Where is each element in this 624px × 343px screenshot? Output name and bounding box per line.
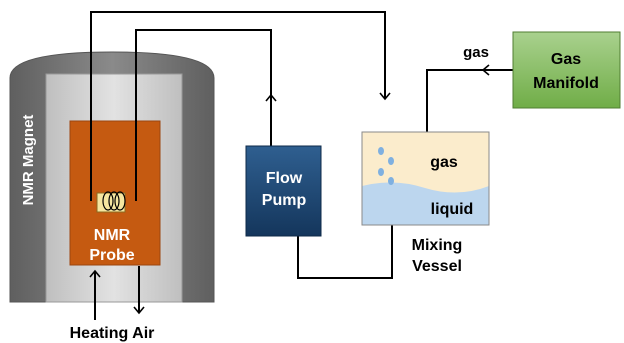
vessel-liquid-label: liquid (431, 201, 474, 218)
vessel-liquid (362, 182, 489, 225)
vessel-caption-line1: Mixing (412, 237, 463, 254)
probe-label-line2: Probe (89, 247, 134, 264)
gas-manifold: Gas Manifold (512, 31, 621, 109)
flow-pump: Flow Pump (245, 145, 322, 237)
gas-bubbles (378, 147, 394, 185)
magnet-label: NMR Magnet (20, 115, 37, 206)
line-pump-to-probe-upper (135, 29, 272, 201)
mixing-vessel: gas liquid (361, 131, 490, 226)
pump-label-line2: Pump (262, 192, 307, 209)
nmr-probe: NMR Probe (69, 120, 161, 266)
coil-icon (102, 191, 126, 211)
flow-lines (90, 11, 513, 279)
heating-air-label: Heating Air (70, 325, 155, 342)
pump-label-line1: Flow (266, 170, 303, 187)
vessel-gas-label: gas (430, 154, 458, 171)
gas-flow-label: gas (463, 44, 489, 61)
vessel-caption-line2: Vessel (412, 258, 462, 275)
line-manifold-to-vessel (426, 69, 513, 132)
line-vessel-to-pump (297, 225, 393, 279)
line-probe-to-vessel (90, 11, 391, 201)
heating-air-arrows (89, 266, 145, 320)
manifold-label-line1: Gas (551, 51, 581, 68)
manifold-label-line2: Manifold (533, 75, 599, 92)
probe-label-line1: NMR (94, 227, 131, 244)
